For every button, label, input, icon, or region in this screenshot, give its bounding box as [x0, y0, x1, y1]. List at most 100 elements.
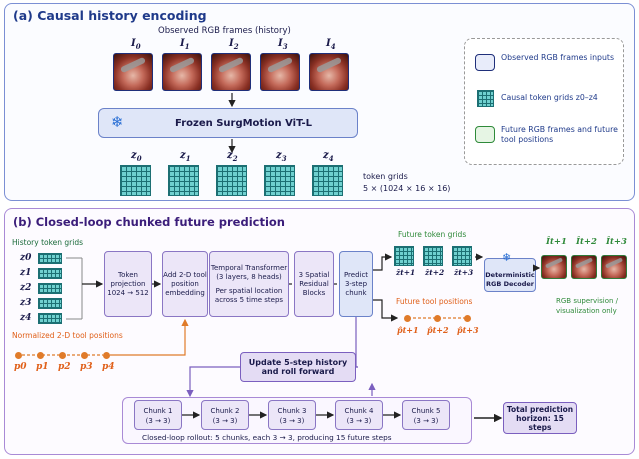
chunk-5: Chunk 5 (3 → 3)	[402, 400, 450, 430]
decoder-snowflake-icon: ❄	[502, 251, 512, 264]
chunk-1-sub: (3 → 3)	[145, 417, 171, 425]
future-tool-label-2: p̂t+2	[427, 325, 449, 335]
chunk-5-name: Chunk 5	[411, 407, 441, 415]
temporal-transformer-block: Temporal Transformer (3 layers, 8 heads)…	[209, 251, 289, 317]
token-caption-1: token grids	[363, 172, 408, 181]
token-projection-block: Token projection 1024 → 512	[104, 251, 152, 317]
token-label-3: z3	[276, 150, 287, 163]
history-grid-0	[38, 253, 62, 264]
token-grid-1	[168, 165, 199, 196]
tool-dot-0	[15, 352, 22, 359]
frames-caption: Observed RGB frames (history)	[158, 26, 291, 36]
chunk-2-name: Chunk 2	[210, 407, 240, 415]
history-label-4: z4	[20, 313, 32, 323]
encoder-label: Frozen SurgMotion ViT-L	[175, 118, 312, 129]
chunk-5-sub: (3 → 3)	[413, 417, 439, 425]
future-tool-label-3: p̂t+3	[457, 325, 479, 335]
frame-label-0: I0	[131, 38, 141, 51]
predict-chunk-block: Predict 3-step chunk	[339, 251, 373, 317]
tool-label-0: p0	[14, 362, 27, 372]
tool-dot-1	[37, 352, 44, 359]
snowflake-icon: ❄	[111, 113, 124, 131]
rollout-caption: Closed-loop rollout: 5 chunks, each 3 → …	[142, 433, 392, 442]
token-label-2: z2	[227, 150, 238, 163]
future-frame-1	[541, 255, 567, 279]
history-label-2: z2	[20, 283, 32, 293]
rgb-frame-1	[162, 53, 202, 91]
chunk-2: Chunk 2 (3 → 3)	[201, 400, 249, 430]
legend-item-grid: Causal token grids z0–z4	[501, 93, 598, 102]
token-grid-3	[264, 165, 295, 196]
frame-label-4: I4	[326, 38, 336, 51]
future-grid-1	[394, 246, 414, 266]
future-token-label-2: ẑt+2	[425, 268, 445, 277]
history-label-1: z1	[20, 268, 32, 278]
rgb-decoder-block: Deterministic RGB Decoder	[484, 258, 536, 292]
rgb-note-1: RGB supervision /	[556, 297, 619, 305]
history-grid-2	[38, 283, 62, 294]
tool-label-2: p2	[58, 362, 71, 372]
history-label-0: z0	[20, 253, 32, 263]
future-frame-label-1: Ît+1	[546, 237, 567, 247]
rgb-note-2: visualization only	[556, 307, 617, 315]
chunk-4: Chunk 4 (3 → 3)	[335, 400, 383, 430]
legend-swatch-frames	[475, 54, 495, 71]
legend-item-future: Future RGB frames and future tool positi…	[501, 125, 618, 144]
token-caption-2: 5 × (1024 × 16 × 16)	[363, 184, 451, 193]
chunk-3-name: Chunk 3	[277, 407, 307, 415]
rgb-frame-4	[309, 53, 349, 91]
transformer-desc: Per spatial location across 5 time steps	[214, 286, 284, 304]
token-label-0: z0	[131, 150, 142, 163]
rgb-frame-0	[113, 53, 153, 91]
token-grid-2	[216, 165, 247, 196]
token-grid-0	[120, 165, 151, 196]
frame-label-3: I3	[278, 38, 288, 51]
future-frame-label-2: Ît+2	[576, 237, 597, 247]
future-frame-2	[571, 255, 597, 279]
history-label-3: z3	[20, 298, 32, 308]
chunk-4-sub: (3 → 3)	[346, 417, 372, 425]
future-tool-caption: Future tool positions	[396, 297, 473, 306]
chunk-2-sub: (3 → 3)	[212, 417, 238, 425]
residual-blocks: 3 Spatial Residual Blocks	[294, 251, 334, 317]
panel-b-title: (b) Closed-loop chunked future predictio…	[13, 215, 285, 229]
history-caption: History token grids	[12, 238, 84, 247]
tool-label-3: p3	[80, 362, 93, 372]
legend-swatch-future	[475, 126, 495, 143]
frame-label-1: I1	[180, 38, 190, 51]
legend-swatch-grid	[477, 90, 494, 107]
chunk-3: Chunk 3 (3 → 3)	[268, 400, 316, 430]
future-token-label-3: ẑt+3	[454, 268, 474, 277]
chunk-4-name: Chunk 4	[344, 407, 374, 415]
future-tool-dot-3	[464, 315, 471, 322]
future-tool-label-1: p̂t+1	[397, 325, 419, 335]
future-tool-dot-2	[434, 315, 441, 322]
history-grid-1	[38, 268, 62, 279]
frame-label-2: I2	[229, 38, 239, 51]
future-token-label-1: ẑt+1	[396, 268, 416, 277]
future-tool-dot-1	[404, 315, 411, 322]
history-grid-4	[38, 313, 62, 324]
transformer-title: Temporal Transformer	[210, 263, 288, 272]
tool-label-1: p1	[36, 362, 49, 372]
tool-embedding-block: Add 2-D tool position embedding	[162, 251, 208, 317]
transformer-config: (3 layers, 8 heads)	[216, 272, 282, 281]
legend: Observed RGB frames inputs Causal token …	[464, 38, 624, 165]
future-frame-3	[601, 255, 627, 279]
panel-a-title: (a) Causal history encoding	[13, 8, 207, 23]
rgb-frame-3	[260, 53, 300, 91]
frozen-encoder-block: ❄ Frozen SurgMotion ViT-L	[98, 108, 358, 138]
future-tokens-caption: Future token grids	[398, 230, 467, 239]
history-grid-3	[38, 298, 62, 309]
update-history-block: Update 5-step history and roll forward	[240, 352, 356, 382]
chunk-3-sub: (3 → 3)	[279, 417, 305, 425]
tool-dot-4	[103, 352, 110, 359]
rgb-frame-2	[211, 53, 251, 91]
token-label-4: z4	[323, 150, 334, 163]
future-grid-3	[452, 246, 472, 266]
future-frame-label-3: Ît+3	[606, 237, 627, 247]
tool-label-4: p4	[102, 362, 115, 372]
tool-caption: Normalized 2-D tool positions	[12, 331, 123, 340]
chunk-1: Chunk 1(3 → 3)	[134, 400, 182, 430]
